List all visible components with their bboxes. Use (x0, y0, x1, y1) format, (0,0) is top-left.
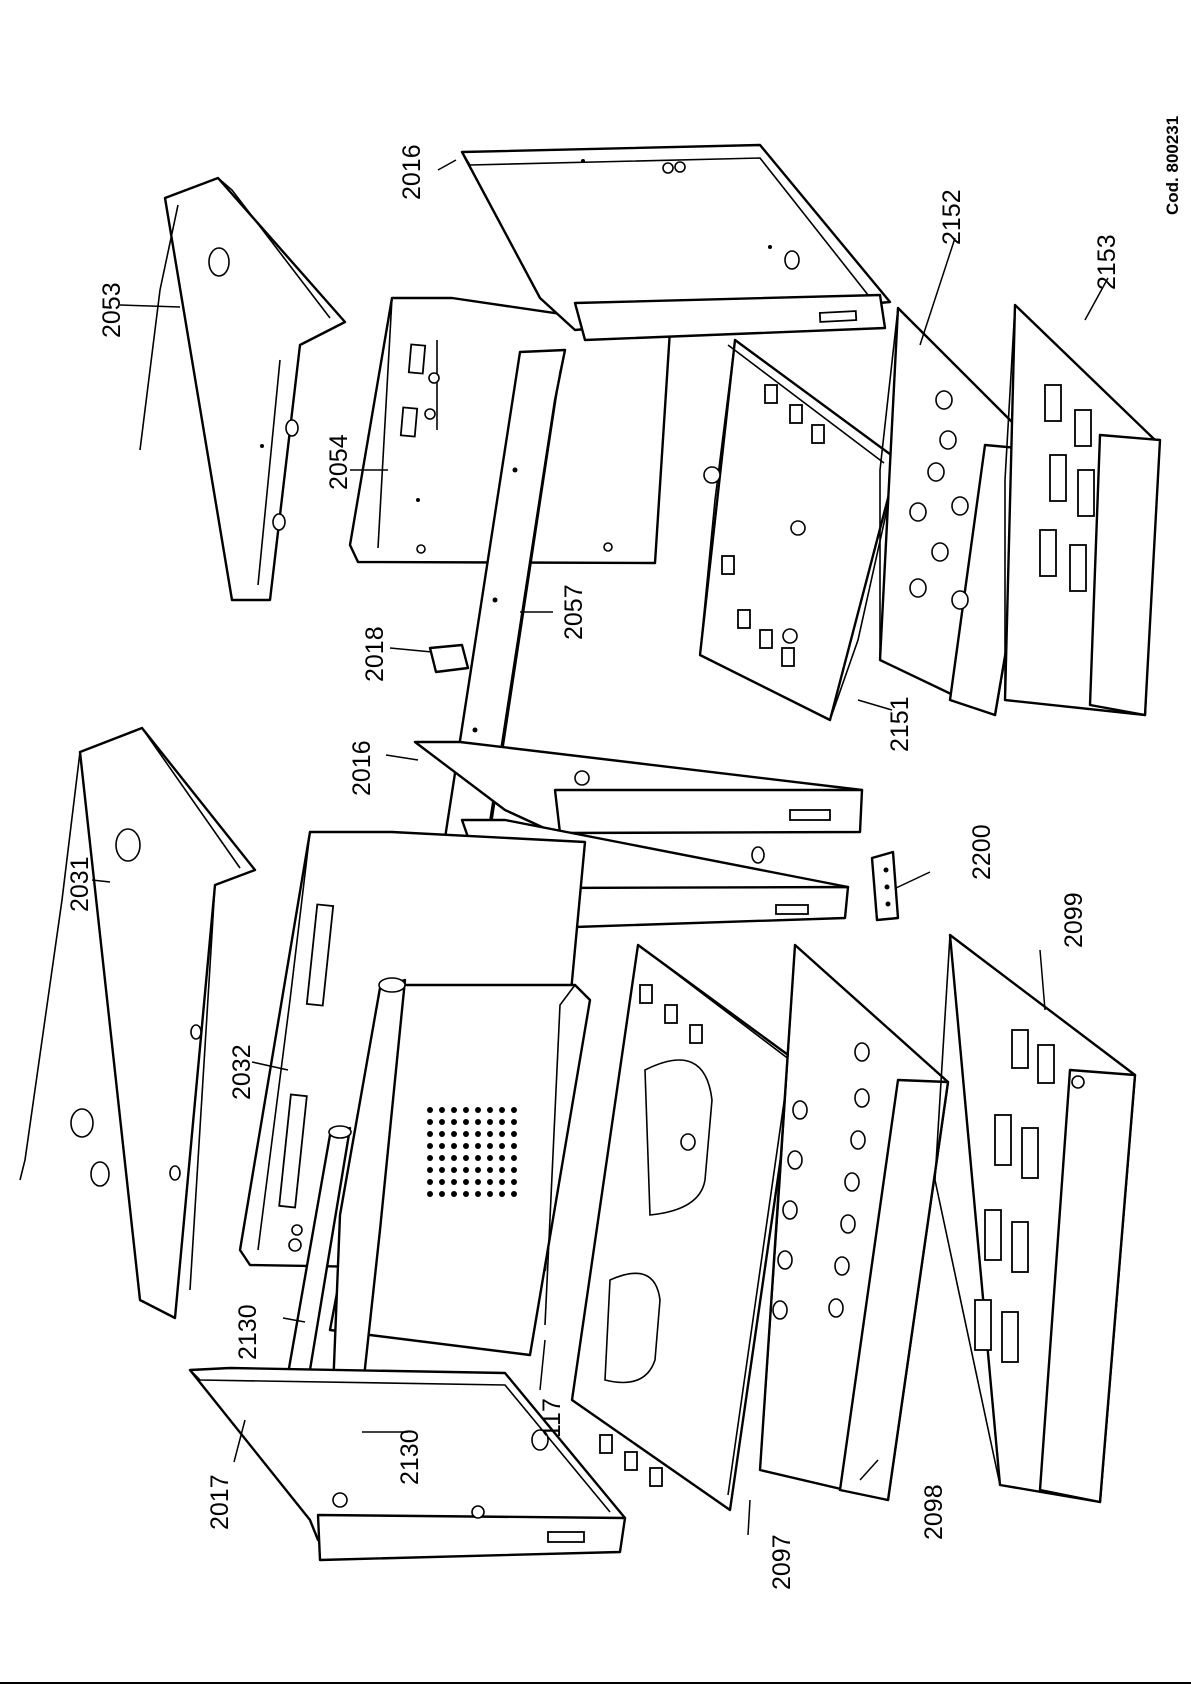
bottom-tray-2099 (935, 935, 1135, 1502)
label-2057: 2057 (560, 584, 588, 640)
bracket-2200 (872, 852, 898, 920)
label-2099: 2099 (1060, 892, 1088, 948)
label-2017: 2017 (206, 1474, 234, 1530)
top-panel-2031 (20, 728, 255, 1318)
bracket-2018 (430, 645, 468, 672)
label-2054: 2054 (325, 434, 353, 490)
fan-grille (415, 1095, 535, 1215)
label-2016-middle: 2016 (348, 740, 376, 796)
label-2130-lower: 2130 (396, 1429, 424, 1485)
drawing-code: Cod. 800231 (1163, 116, 1182, 215)
label-2152: 2152 (938, 189, 966, 245)
label-2031: 2031 (66, 856, 94, 912)
label-117: 117 (538, 1398, 566, 1438)
top-panel-2053 (140, 178, 345, 600)
label-2053: 2053 (98, 282, 126, 338)
label-2032: 2032 (228, 1044, 256, 1100)
label-2151: 2151 (886, 696, 914, 752)
label-2200: 2200 (968, 824, 996, 880)
label-2130-upper: 2130 (234, 1304, 262, 1360)
label-2097: 2097 (768, 1534, 796, 1590)
label-2018: 2018 (361, 626, 389, 682)
label-2016-top: 2016 (398, 144, 426, 200)
bottom-tray-2153 (1005, 305, 1160, 715)
label-2098: 2098 (920, 1484, 948, 1540)
cavity-top-panel-2151 (700, 340, 898, 720)
label-2153: 2153 (1093, 234, 1121, 290)
cavity-frame-2098 (760, 945, 948, 1500)
cavity-panel-2097 (572, 945, 795, 1510)
